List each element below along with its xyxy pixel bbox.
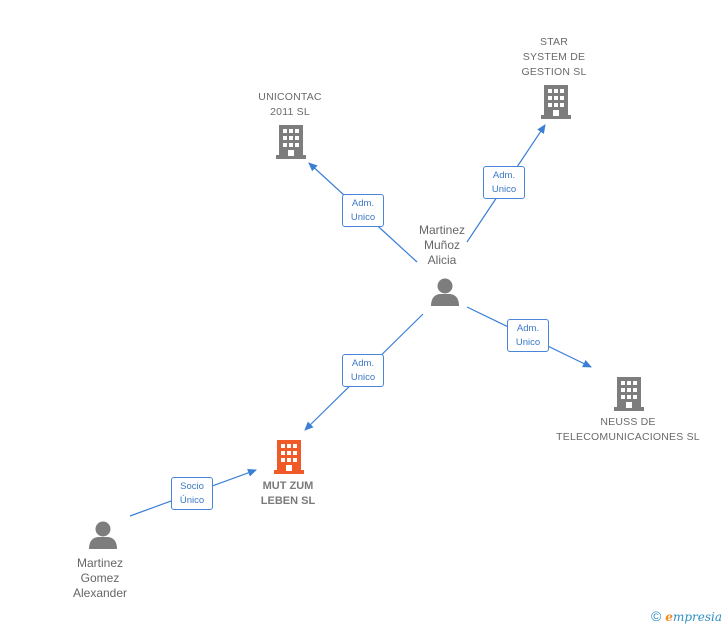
edge-badge-alicia-unicontac: Adm. Unico (342, 194, 384, 227)
edge-badge-line2: Unico (350, 372, 376, 383)
brand-name: mpresia (672, 610, 722, 624)
node-label-alicia: Martinez Muñoz Alicia (418, 223, 465, 267)
brand-logo: empresia (665, 610, 722, 624)
building-icon[interactable] (274, 440, 304, 474)
node-label-neuss: NEUSS DE TELECOMUNICACIONES SL (556, 416, 700, 443)
edge-badge-line2: Unico (350, 212, 376, 223)
edge-badge-alexander-mutzum: Socio Único (171, 477, 213, 510)
person-icon[interactable] (88, 521, 118, 549)
edge-badge-line1: Adm. (492, 170, 516, 181)
edge-badge-line2: Único (179, 495, 205, 506)
building-icon[interactable] (276, 125, 306, 159)
node-label-mutzum: MUT ZUM LEBEN SL (260, 480, 316, 507)
edge-badge-line2: Unico (491, 184, 517, 195)
brand-initial: e (665, 610, 673, 624)
edge-badge-line1: Adm. (351, 358, 375, 369)
edge-badge-alicia-neuss: Adm. Unico (507, 319, 549, 352)
building-icon[interactable] (614, 377, 644, 411)
copyright-footer: ©empresia (651, 608, 722, 624)
building-icon[interactable] (541, 85, 571, 119)
person-icon[interactable] (430, 278, 460, 306)
copyright-icon: © (650, 608, 662, 624)
edge-badge-line1: Socio (180, 481, 204, 492)
edge-badge-line2: Unico (515, 337, 541, 348)
node-label-alexander: Martinez Gomez Alexander (72, 556, 128, 600)
node-label-star: STAR SYSTEM DE GESTION SL (521, 36, 587, 78)
edge-badge-alicia-mutzum: Adm. Unico (342, 354, 384, 387)
node-label-unicontac: UNICONTAC 2011 SL (258, 91, 322, 118)
edge-badge-line1: Adm. (351, 198, 375, 209)
edge-badge-line1: Adm. (516, 323, 540, 334)
edge-badge-alicia-star: Adm. Unico (483, 166, 525, 199)
